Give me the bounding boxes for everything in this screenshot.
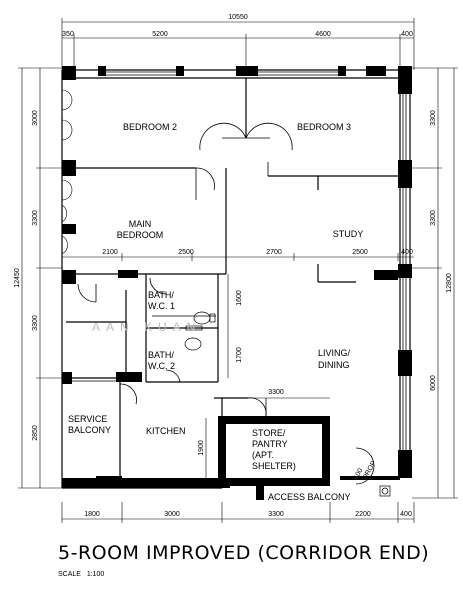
interior-dim-label: 2700 (266, 249, 282, 256)
scale-label: SCALE (58, 571, 81, 578)
scale-value: 1:100 (86, 571, 105, 578)
plan-title: 5-ROOM IMPROVED (CORRIDOR END) (58, 542, 430, 564)
interior-dim-label: 2500 (352, 249, 368, 256)
left-dim-label: 3300 (32, 210, 39, 226)
store-label: STORE/ (252, 428, 286, 438)
kitchen-label: KITCHEN (146, 426, 186, 436)
bottom-dim-label: 1800 (84, 511, 100, 518)
right-dim-label: 6000 (430, 375, 437, 391)
main-bedroom-label: MAIN (129, 219, 152, 229)
store-label: PANTRY (252, 439, 288, 449)
bottom-dim-label: 3000 (164, 511, 180, 518)
bath2-label: W.C. 2 (148, 361, 175, 371)
top-total-label: 10550 (228, 14, 248, 21)
right-dim-label: 3300 (430, 110, 437, 126)
bath1-label: W.C. 1 (148, 301, 175, 311)
interior-dim-label: 2100 (102, 249, 118, 256)
bath2-label: BATH/ (148, 350, 174, 360)
bath-fixtures (152, 311, 391, 497)
living-label: LIVING/ (318, 348, 351, 358)
door-swings (77, 122, 375, 485)
top-dim-label: 4600 (315, 31, 331, 38)
bedroom3-label: BEDROOM 3 (297, 122, 351, 132)
top-dim-label: 5200 (152, 31, 168, 38)
bath1-label: BATH/ (148, 290, 174, 300)
left-dim-label: 3300 (32, 315, 39, 331)
walls (61, 66, 412, 500)
interior-dim-label: 2500 (178, 249, 194, 256)
top-dim-label: 350 (62, 31, 74, 38)
living-label: DINING (318, 360, 350, 370)
service-balcony-label: SERVICE (68, 414, 107, 424)
top-dim-label: 400 (401, 31, 413, 38)
scale-note: SCALE 1:100 (58, 571, 104, 578)
bottom-dim-label: 400 (400, 511, 412, 518)
left-total-label: 12450 (14, 268, 21, 288)
right-dim-label: 3300 (430, 210, 437, 226)
bedroom2-label: BEDROOM 2 (123, 122, 177, 132)
refuse-chute-label: 100 (353, 467, 365, 481)
store-label: (APT. (252, 450, 274, 460)
service-balcony-label: BALCONY (68, 425, 111, 435)
main-bedroom-label: BEDROOM (117, 230, 164, 240)
bath-dim-label: 1600 (236, 290, 243, 306)
access-balcony-label: ACCESS BALCONY (268, 492, 351, 502)
left-dim-label: 2850 (32, 425, 39, 441)
interior-dimensions: 2100 2500 2700 2500 400 1600 1700 3300 1… (102, 249, 413, 456)
top-dimensions: 10550 350 5200 4600 400 (62, 14, 413, 38)
left-dimensions: 12450 3000 3300 3300 2850 (14, 110, 39, 441)
kitchen-dim-label: 1900 (198, 440, 205, 456)
bottom-dim-label: 3300 (268, 511, 284, 518)
study-label: STUDY (333, 229, 364, 239)
bottom-dim-label: 2200 (355, 511, 371, 518)
left-dim-label: 3000 (32, 110, 39, 126)
store-width-label: 3300 (268, 389, 284, 396)
bath-dim-label: 1700 (236, 347, 243, 363)
bottom-dimensions: 1800 3000 3300 2200 400 (84, 511, 412, 518)
right-dimensions: 3300 3300 6000 12800 (430, 110, 453, 391)
interior-dim-label: 400 (401, 249, 413, 256)
right-total-label: 12800 (446, 273, 453, 293)
watermark: AAN KUAN (92, 320, 201, 334)
store-label: SHELTER) (252, 461, 296, 471)
